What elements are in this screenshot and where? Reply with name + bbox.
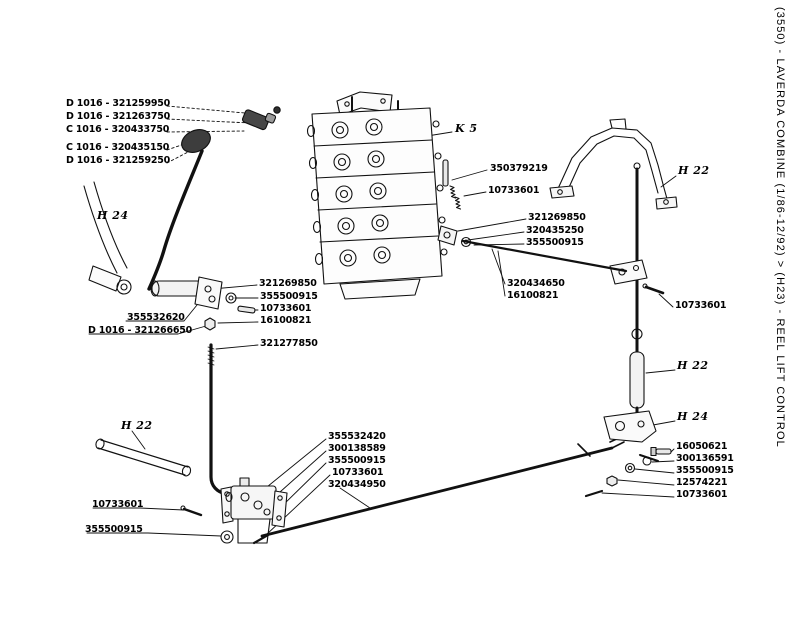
part-callout: D 1016 - 321266650 <box>88 325 193 336</box>
left-panel-outline <box>83 181 132 295</box>
part-callout: 355500915 <box>260 291 318 302</box>
ref-callout: H 22 <box>678 164 710 177</box>
pin-and-springs <box>442 159 462 210</box>
ref-callout: H 22 <box>121 419 153 432</box>
ref-callout: H 24 <box>97 209 129 222</box>
left-lower-fasteners <box>180 505 234 544</box>
part-callout: 10733601 <box>676 489 728 500</box>
part-callout: C 1016 - 320433750 <box>66 124 170 135</box>
part-callout: 10733601 <box>260 303 312 314</box>
part-callout: C 1016 - 320435150 <box>66 142 170 153</box>
valve-stack <box>306 91 448 300</box>
part-callout: 16100821 <box>260 315 312 326</box>
right-top-bracket <box>549 118 678 210</box>
part-callout: 12574221 <box>676 477 728 488</box>
part-callout: 10733601 <box>332 467 384 478</box>
part-callout: 10733601 <box>488 185 540 196</box>
part-callout: 355500915 <box>676 465 734 476</box>
left-rod <box>95 438 192 477</box>
part-callout: 10733601 <box>92 499 144 510</box>
page-title-vertical: (3550) - LAVERDA COMBINE (1/86-12/92) > … <box>774 7 786 448</box>
part-callout: 10733601 <box>675 300 727 311</box>
right-lower-bracket <box>603 410 657 443</box>
part-callout: D 1016 - 321259950 <box>66 98 171 109</box>
part-callout: 321269850 <box>259 278 317 289</box>
ref-callout: H 24 <box>677 410 709 423</box>
lever-tip-connector <box>241 106 281 131</box>
vertical-rod <box>207 343 228 496</box>
part-callout: 16100821 <box>507 290 559 301</box>
control-lever <box>147 106 281 291</box>
part-callout: 355500915 <box>328 455 386 466</box>
part-callout: 320435250 <box>526 225 584 236</box>
bottom-valve-block <box>220 477 288 544</box>
part-callout: 355500915 <box>526 237 584 248</box>
part-callout: 355532620 <box>127 312 185 323</box>
part-callout: 300136591 <box>676 453 734 464</box>
part-callout: 16050621 <box>676 441 728 452</box>
horizontal-link-rod <box>437 225 628 273</box>
ref-callout: H 22 <box>677 359 709 372</box>
right-vertical-rod <box>609 162 665 430</box>
part-callout: 355500915 <box>85 524 143 535</box>
part-callout: 300138589 <box>328 443 386 454</box>
mid-linkage <box>150 276 256 331</box>
part-callout: 355532420 <box>328 431 386 442</box>
right-lower-fasteners <box>584 446 672 498</box>
part-callout: 320434650 <box>507 278 565 289</box>
part-callout: D 1016 - 321259250 <box>66 155 171 166</box>
part-callout: 320434950 <box>328 479 386 490</box>
part-callout: 321269850 <box>528 212 586 223</box>
part-callout: D 1016 - 321263750 <box>66 111 171 122</box>
ref-callout: K 5 <box>455 122 478 135</box>
part-callout: 321277850 <box>260 338 318 349</box>
part-callout: 350379219 <box>490 163 548 174</box>
